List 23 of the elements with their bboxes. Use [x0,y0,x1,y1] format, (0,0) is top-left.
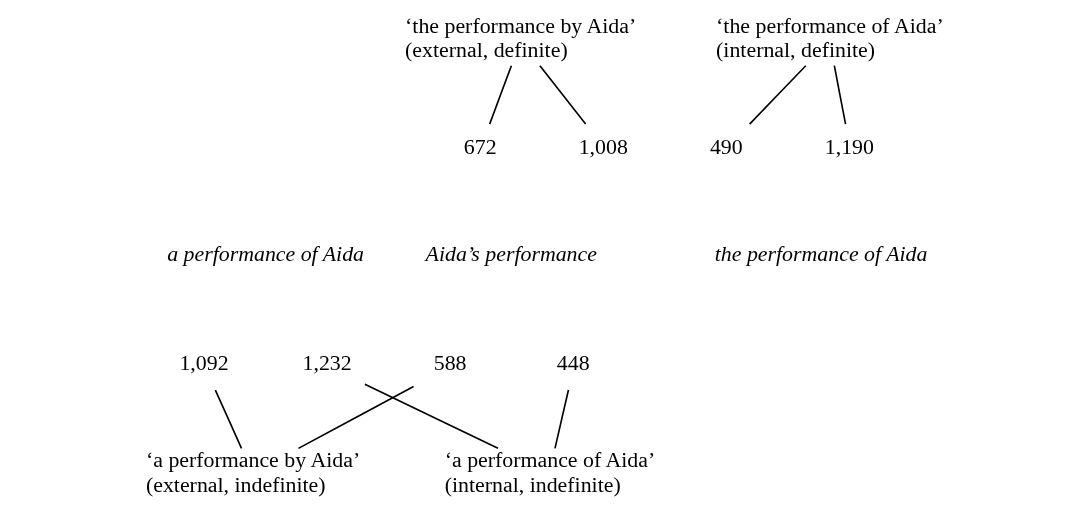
node-text: ‘the performance of Aida’ (internal, definite) [716,13,944,63]
node-text: 588 [433,351,467,376]
node-text: 1,232 [302,351,352,376]
node-text: ‘a performance of Aida’ (internal, indefinite) [444,448,656,497]
node-text: 1,190 [824,135,874,160]
label: a performance of Aida [167,241,365,266]
node-text: 1,008 [578,135,628,160]
node-text: ‘the performance by Aida’ (external, definite) [405,13,637,63]
connector [364,383,499,450]
label: Aida’s performance [425,241,597,266]
node-text: 672 [463,135,497,160]
node-text: ‘a performance by Aida’ (external, indefinite) [145,448,361,497]
connector [833,64,847,125]
connector [748,64,807,125]
node-text: 490 [709,135,743,160]
label: the performance of Aida [714,241,928,266]
connector [554,389,570,450]
connector [488,64,513,125]
node-text: 1,092 [179,351,229,376]
connector [539,64,587,125]
node-text: 448 [556,351,590,376]
connector [214,389,243,450]
connector [297,385,415,450]
